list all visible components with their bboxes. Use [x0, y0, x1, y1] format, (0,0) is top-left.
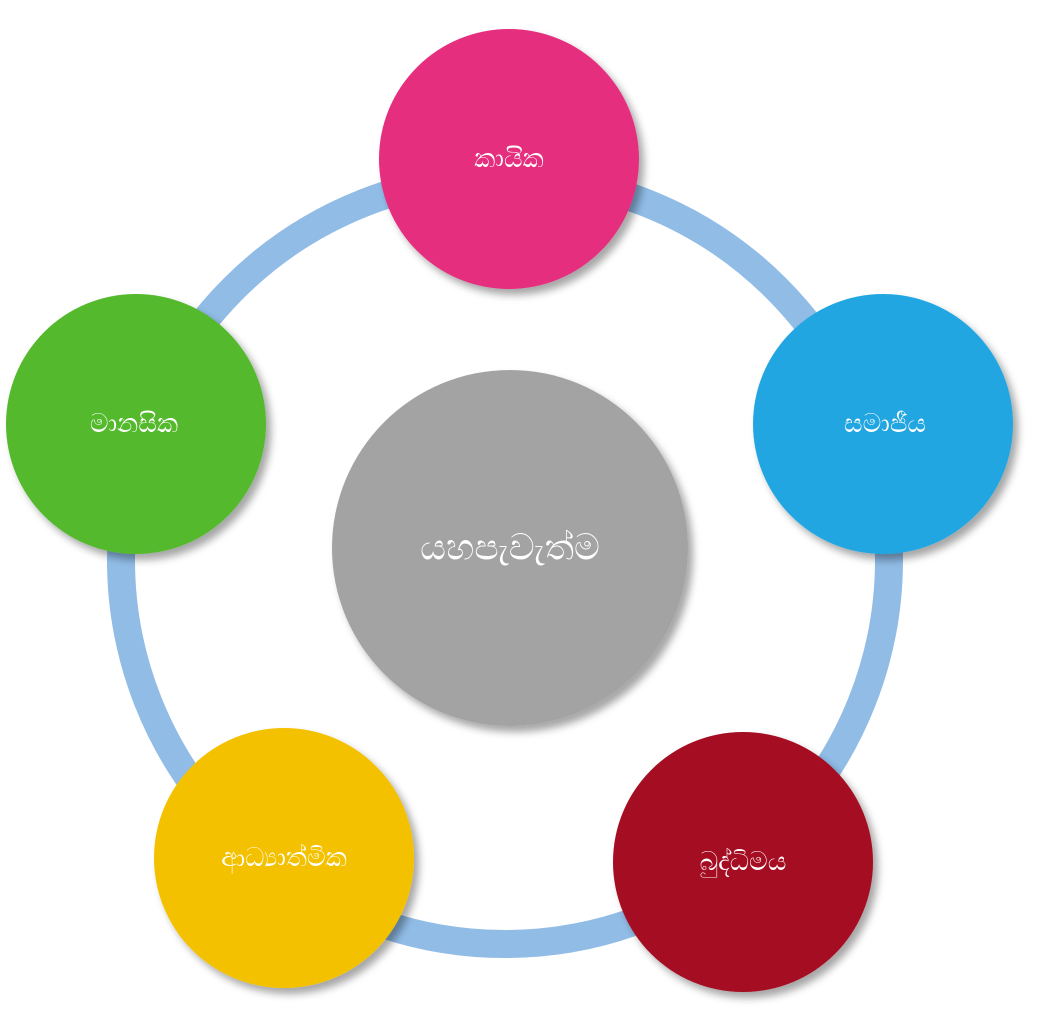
node-right-label: සමාජීය: [844, 409, 926, 439]
node-bottom-right-circle: [613, 732, 873, 992]
node-bottom-left-label: ආධ්‍යාත්මික: [221, 843, 347, 874]
node-bottom-right-label: බුද්ධිමය: [700, 847, 787, 878]
node-left: මානසික: [6, 294, 266, 554]
center-node-circle: [332, 370, 688, 726]
center-node-label: යහපැවැත්ම: [420, 528, 600, 569]
node-top-circle: [379, 29, 639, 289]
node-bottom-left: ආධ්‍යාත්මික: [154, 728, 414, 988]
node-top-label: කායික: [474, 144, 543, 174]
node-left-label: මානසික: [90, 409, 178, 439]
node-left-circle: [6, 294, 266, 554]
center-node: යහපැවැත්ම: [332, 370, 688, 726]
node-bottom-right: බුද්ධිමය: [613, 732, 873, 992]
node-right-circle: [753, 294, 1013, 554]
node-bottom-left-circle: [154, 728, 414, 988]
node-right: සමාජීය: [753, 294, 1013, 554]
node-top: කායික: [379, 29, 639, 289]
